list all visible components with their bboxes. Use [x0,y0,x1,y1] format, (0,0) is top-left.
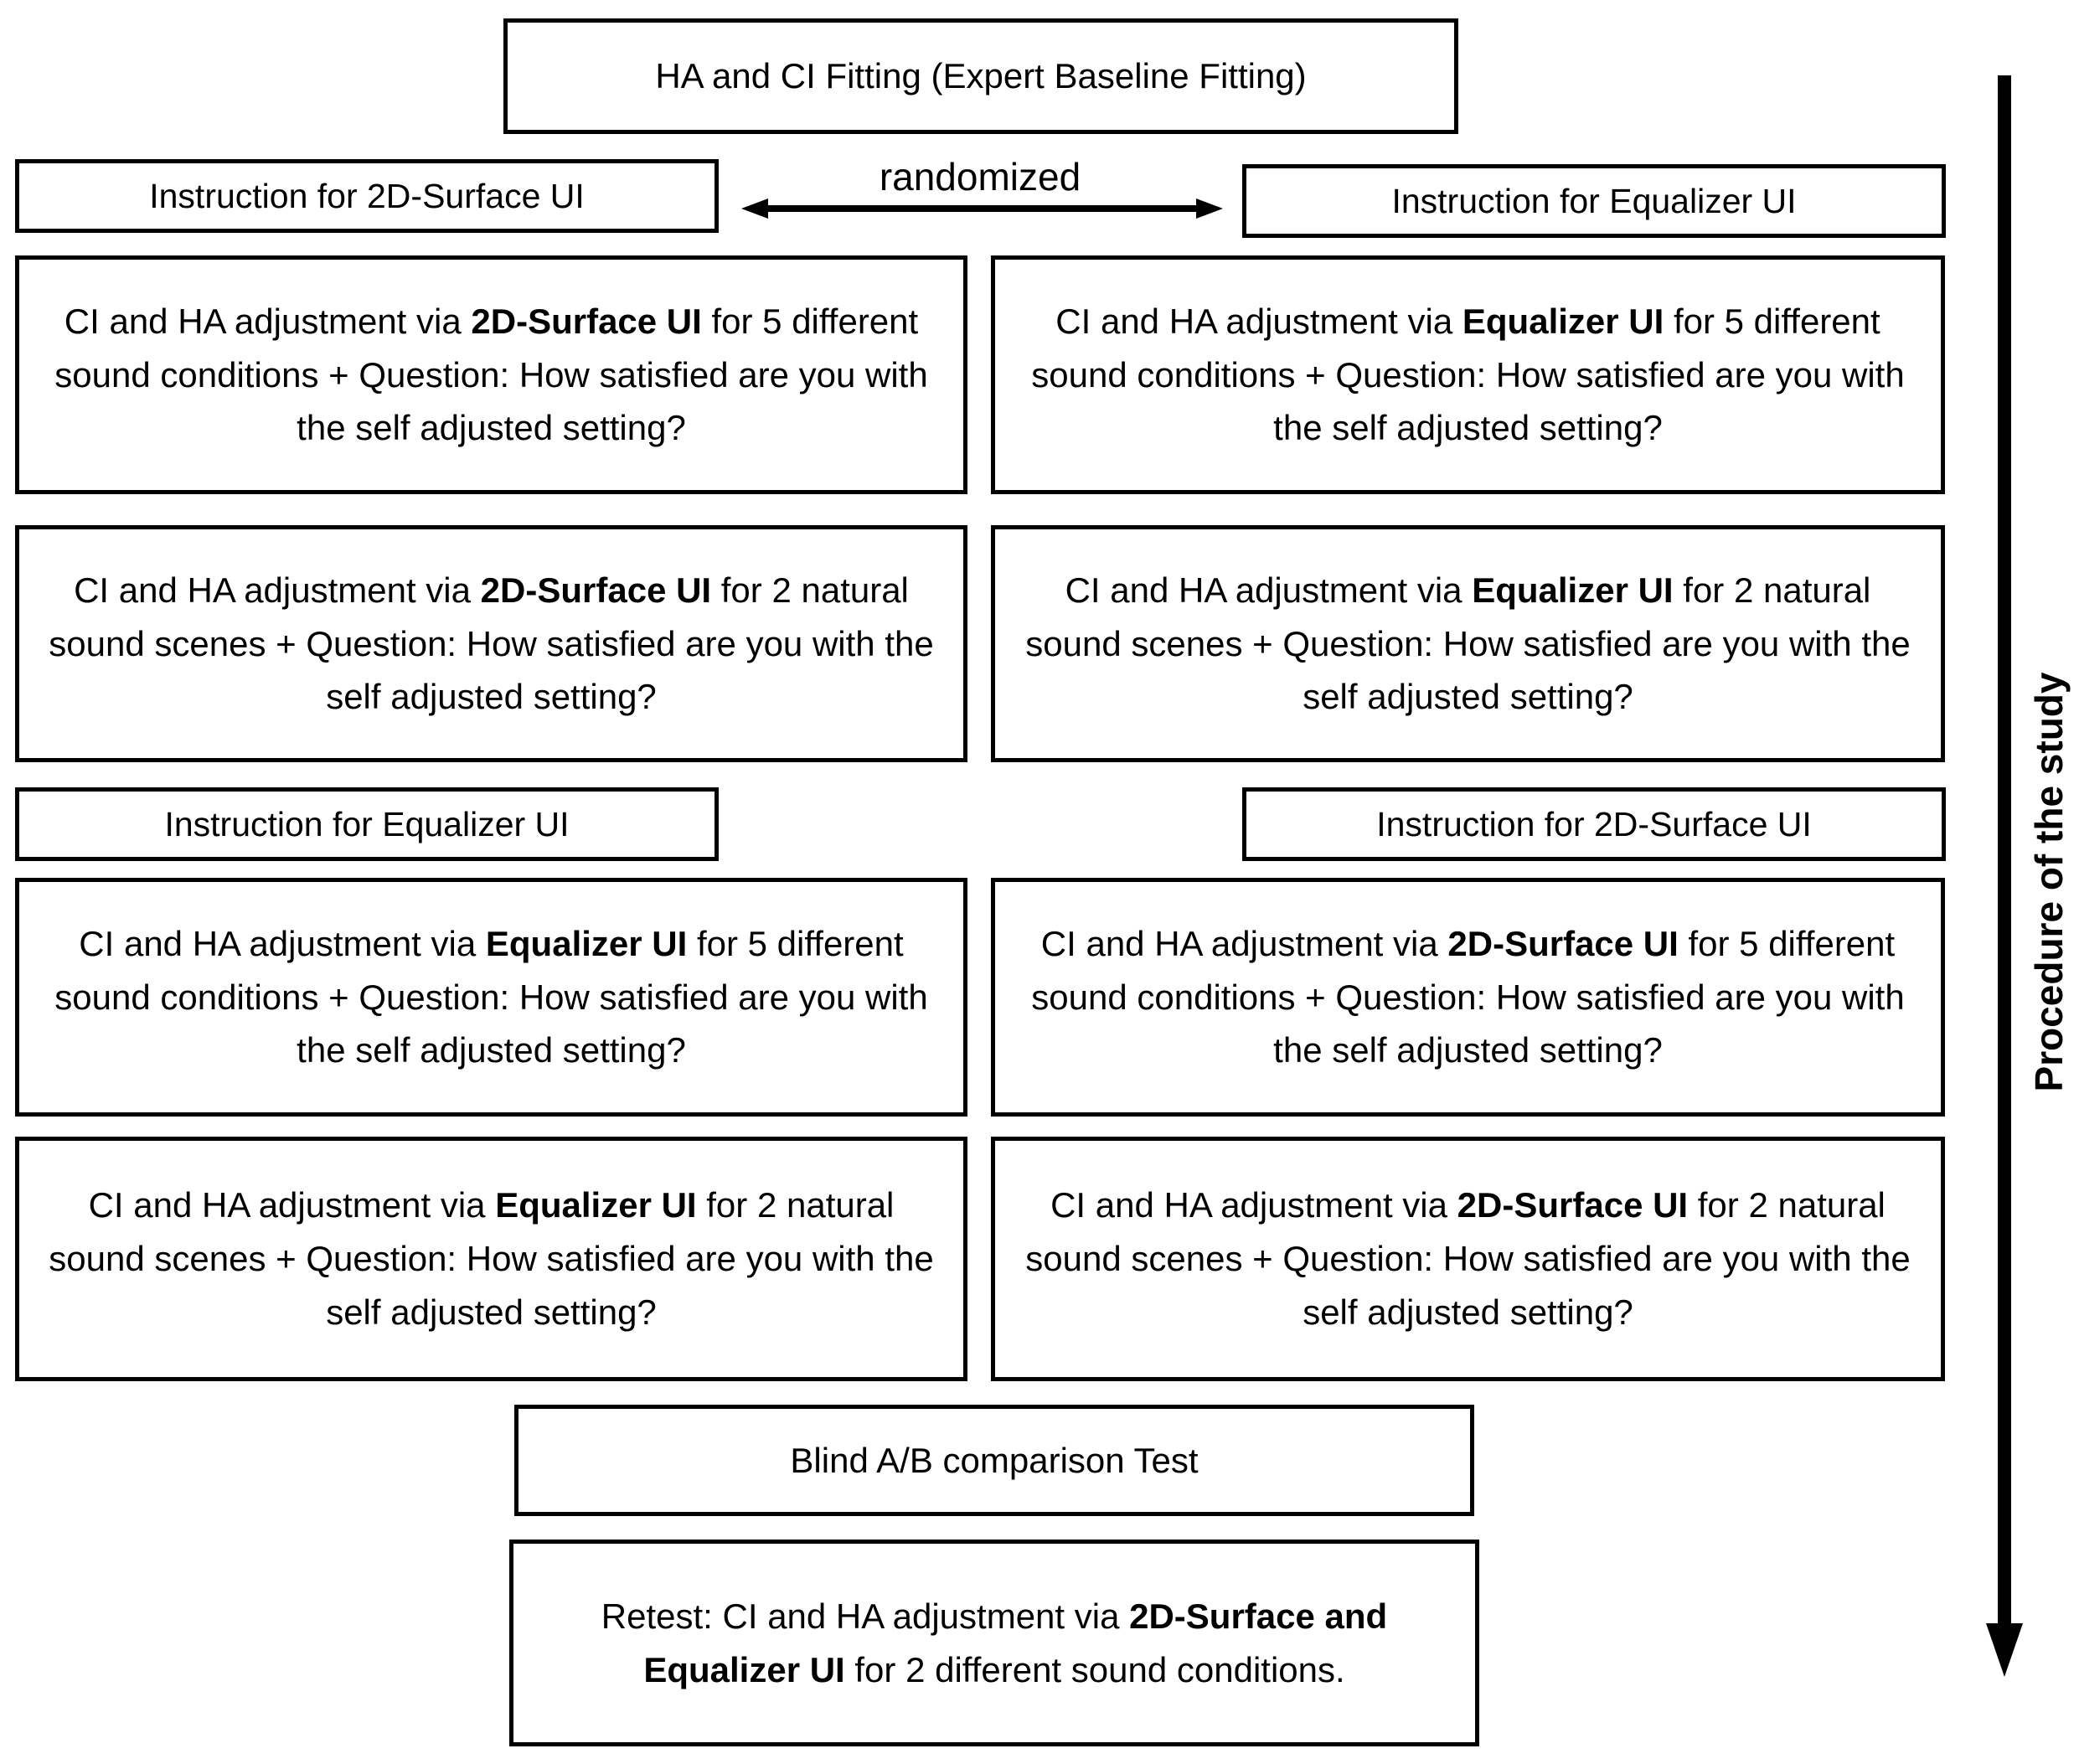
adjustment-text: CI and HA adjustment via Equalizer UI fo… [1031,301,1905,448]
instruction-box-right-mid: Instruction for 2D-Surface UI [1242,787,1946,861]
adjustment-box-right-1: CI and HA adjustment via Equalizer UI fo… [991,255,1945,494]
fitting-box-label: HA and CI Fitting (Expert Baseline Fitti… [655,56,1307,96]
procedure-label: Procedure of the study [2027,672,2071,1092]
randomized-double-arrow-icon [741,199,1223,219]
instruction-box-left-top: Instruction for 2D-Surface UI [15,159,719,233]
blind-ab-test-label: Blind A/B comparison Test [790,1440,1199,1480]
adjustment-box-right-3: CI and HA adjustment via 2D-Surface UI f… [991,878,1945,1117]
instruction-label: Instruction for Equalizer UI [1391,181,1797,220]
adjustment-text: CI and HA adjustment via 2D-Surface UI f… [1025,1185,1911,1332]
instruction-label: Instruction for 2D-Surface UI [149,176,585,215]
procedure-down-arrow-icon [1986,75,2023,1677]
blind-ab-test-box: Blind A/B comparison Test [514,1405,1474,1516]
adjustment-box-left-2: CI and HA adjustment via 2D-Surface UI f… [15,525,967,762]
adjustment-text: CI and HA adjustment via Equalizer UI fo… [54,923,928,1070]
adjustment-text: CI and HA adjustment via Equalizer UI fo… [49,1185,934,1332]
adjustment-text: CI and HA adjustment via 2D-Surface UI f… [54,301,928,448]
instruction-box-left-mid: Instruction for Equalizer UI [15,787,719,861]
instruction-label: Instruction for 2D-Surface UI [1376,804,1812,843]
fitting-box: HA and CI Fitting (Expert Baseline Fitti… [503,18,1458,134]
instruction-label: Instruction for Equalizer UI [164,804,570,843]
adjustment-text: CI and HA adjustment via Equalizer UI fo… [1025,570,1911,717]
randomized-label: randomized [879,155,1081,199]
adjustment-box-right-4: CI and HA adjustment via 2D-Surface UI f… [991,1137,1945,1381]
adjustment-box-left-3: CI and HA adjustment via Equalizer UI fo… [15,878,967,1117]
adjustment-box-right-2: CI and HA adjustment via Equalizer UI fo… [991,525,1945,762]
adjustment-text: CI and HA adjustment via 2D-Surface UI f… [1031,923,1905,1070]
adjustment-text: CI and HA adjustment via 2D-Surface UI f… [49,570,934,717]
retest-text: Retest: CI and HA adjustment via 2D-Surf… [601,1596,1388,1689]
instruction-box-right-top: Instruction for Equalizer UI [1242,164,1946,238]
retest-box: Retest: CI and HA adjustment via 2D-Surf… [509,1540,1479,1746]
adjustment-box-left-4: CI and HA adjustment via Equalizer UI fo… [15,1137,967,1381]
adjustment-box-left-1: CI and HA adjustment via 2D-Surface UI f… [15,255,967,494]
